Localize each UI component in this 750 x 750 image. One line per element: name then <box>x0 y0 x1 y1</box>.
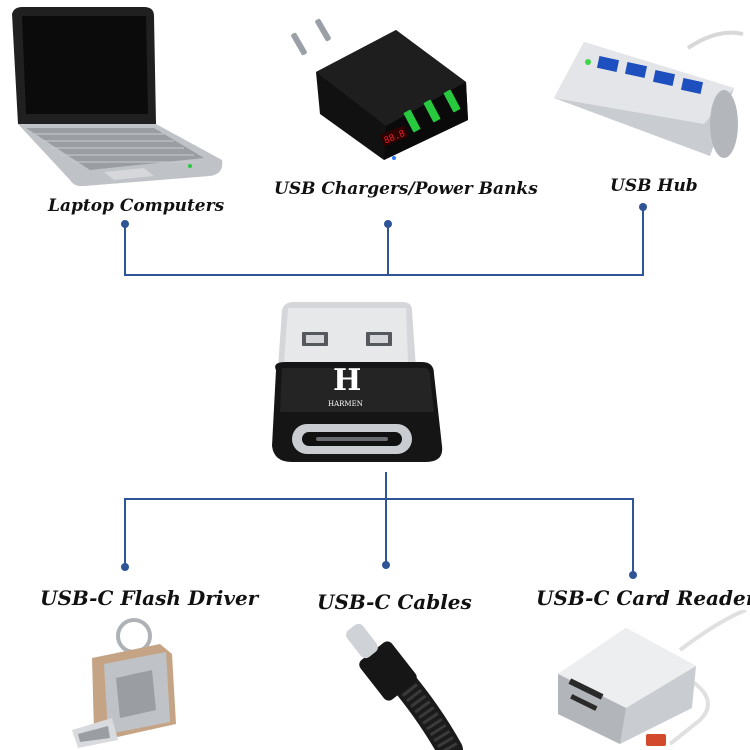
label-usb-c-cables: USB-C Cables <box>317 590 472 614</box>
usb-c-cable-icon <box>346 623 463 750</box>
usb-hub-icon <box>554 30 744 158</box>
label-usb-c-flash-driver: USB-C Flash Driver <box>40 586 259 610</box>
usb-adapter-icon: H HARMEN <box>272 302 443 462</box>
laptop-icon <box>12 7 223 187</box>
label-usb-chargers: USB Chargers/Power Banks <box>274 179 538 199</box>
card-reader-icon <box>558 610 747 746</box>
node-reader <box>629 571 637 579</box>
node-cables <box>382 561 390 569</box>
label-usb-c-card-reader: USB-C Card Reader <box>536 586 750 610</box>
charger-icon: 88.8 <box>291 18 468 160</box>
label-usb-hub: USB Hub <box>610 176 698 196</box>
node-flash <box>121 563 129 571</box>
top-bus-line <box>124 207 644 276</box>
adapter-monogram: H <box>333 363 361 398</box>
label-laptop-computers: Laptop Computers <box>48 196 225 216</box>
flash-drive-icon <box>72 618 176 748</box>
adapter-brand: HARMEN <box>328 400 363 408</box>
bottom-bus-line <box>124 498 634 575</box>
node-laptop <box>121 220 129 228</box>
node-hub <box>639 203 647 211</box>
node-charger <box>384 220 392 228</box>
